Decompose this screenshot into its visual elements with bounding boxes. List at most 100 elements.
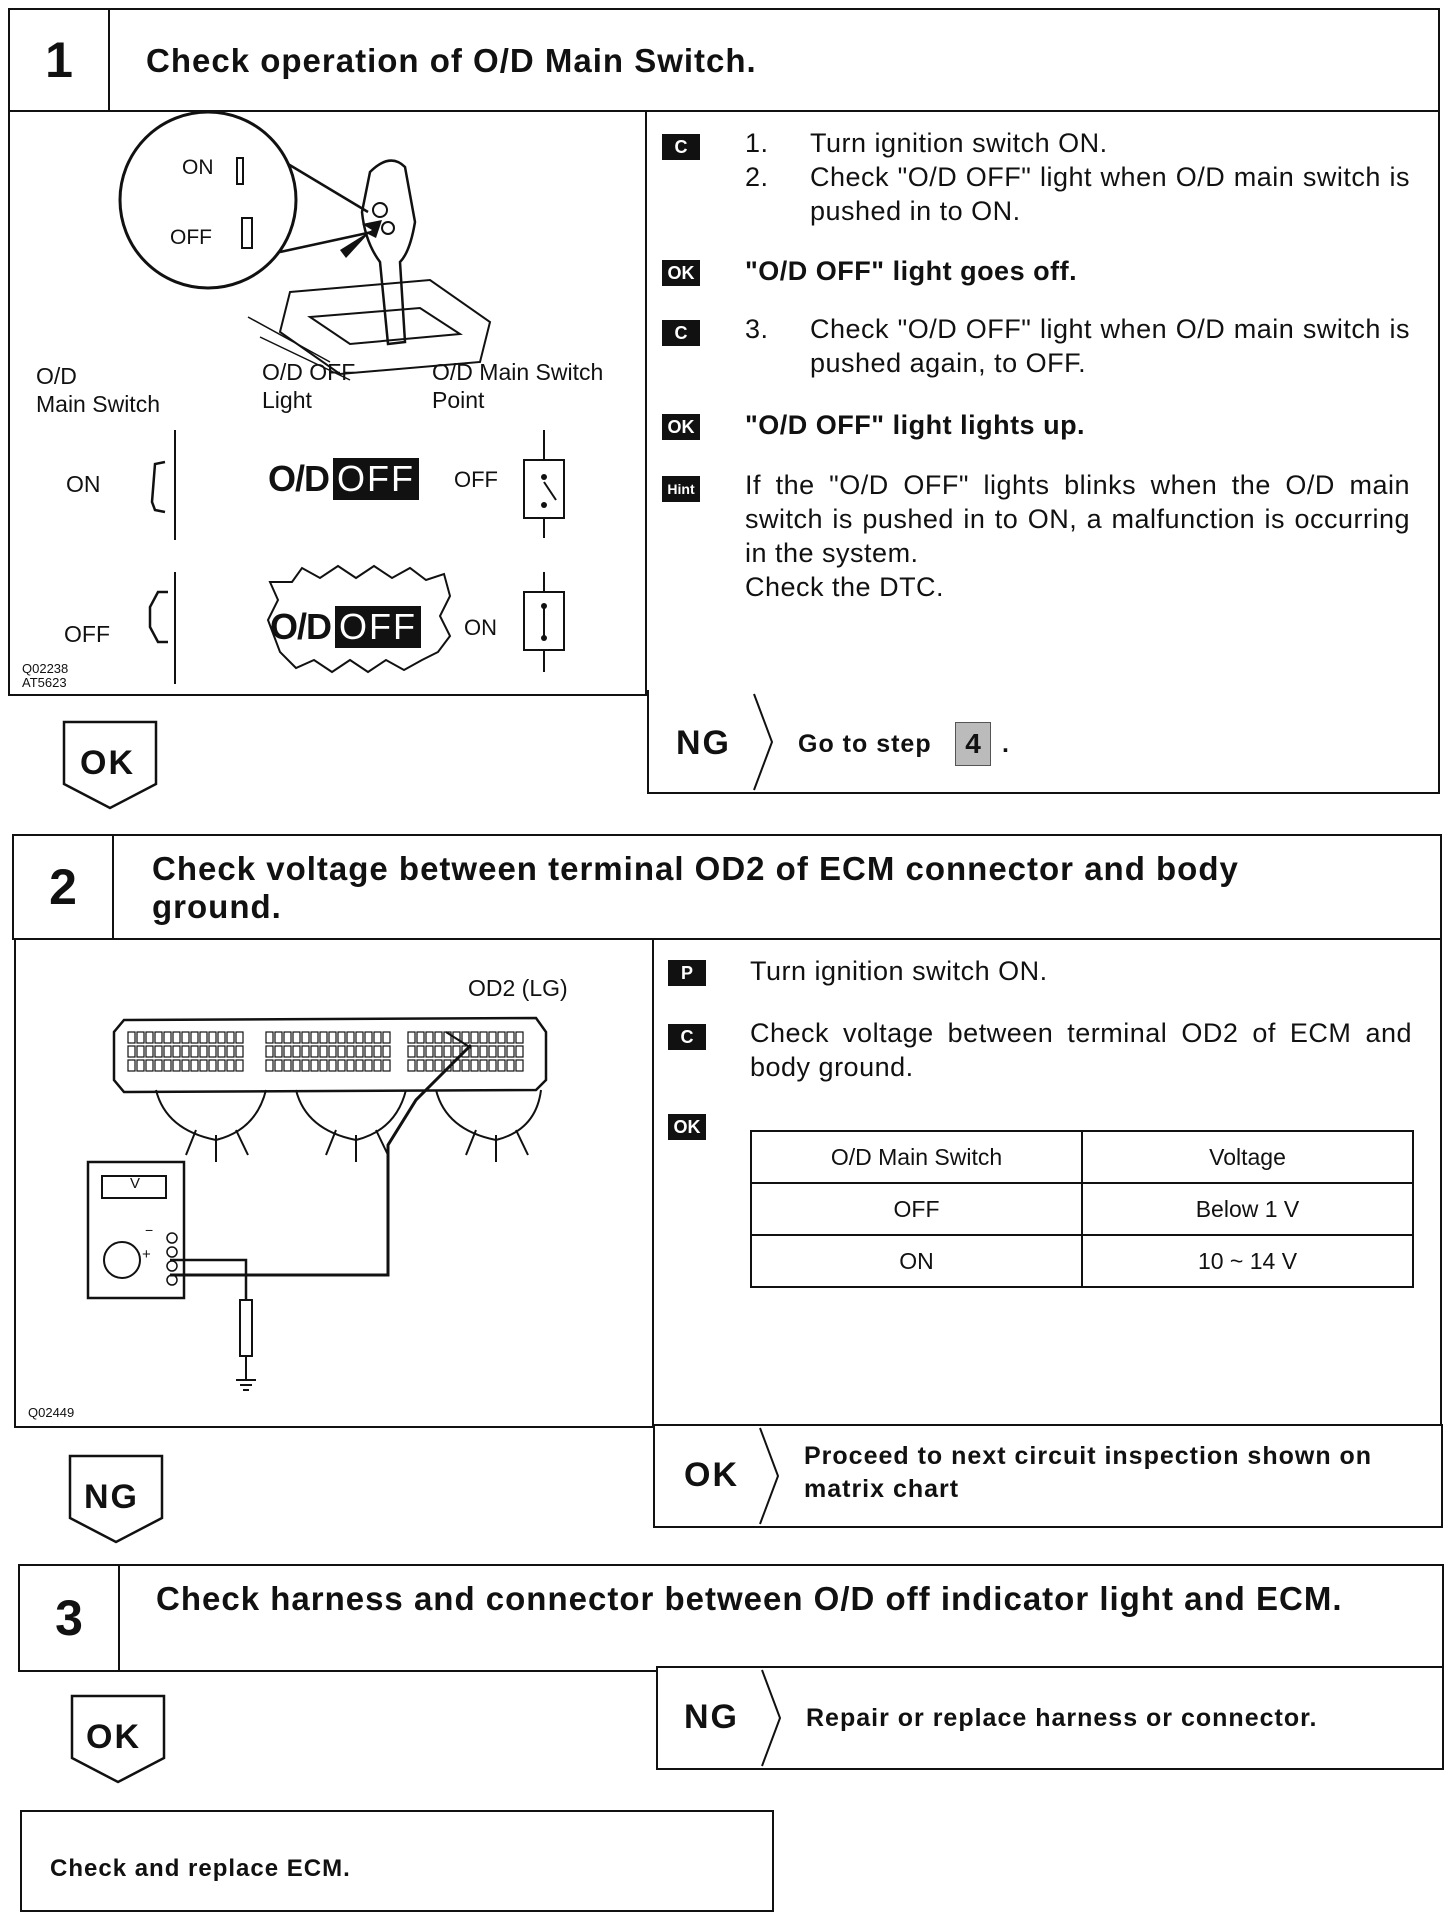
step2-title: Check voltage between terminal OD2 of EC… [152,850,1239,925]
connector-pin [127,1045,136,1058]
connector-pin [407,1059,416,1072]
connector-pin [355,1031,364,1044]
final-action-text: Check and replace ECM. [50,1855,351,1882]
connector-pin [488,1045,497,1058]
final-action-box [20,1810,774,1912]
connector-pin [337,1031,346,1044]
meter-minus-label: − [145,1222,154,1238]
connector-pin [265,1059,274,1072]
col-light-label: O/D OFF Light [262,359,356,413]
badge-check: C [662,134,700,160]
connector-pin [217,1031,226,1044]
connector-pin [515,1045,524,1058]
item2-text: Check "O/D OFF" light when O/D main swit… [810,162,1410,226]
connector-pin [328,1045,337,1058]
connector-pin [461,1045,470,1058]
connector-pin [310,1031,319,1044]
off-text: OFF [333,458,419,500]
connector-pin [373,1031,382,1044]
connector-pin [301,1059,310,1072]
connector-pin [226,1045,235,1058]
connector-pin [163,1031,172,1044]
table-cell: 10 ~ 14 V [1081,1234,1414,1288]
connector-pin [319,1059,328,1072]
connector-pin [217,1045,226,1058]
connector-pin [497,1059,506,1072]
step2-ng-tag [68,1454,164,1544]
connector-pin [470,1031,479,1044]
connector-pin [181,1031,190,1044]
badge-ok: OK [668,1114,706,1140]
connector-pin [235,1031,244,1044]
step2-divider [652,938,654,1428]
connector-pin [407,1045,416,1058]
connector-pin [470,1045,479,1058]
step2-figure [86,1016,548,1391]
off-text: OFF [335,606,421,648]
item2-num: 2. [745,162,769,192]
connector-pin [217,1059,226,1072]
connector-pin [346,1059,355,1072]
connector-pin [479,1059,488,1072]
connector-pin [199,1031,208,1044]
connector-pin [364,1059,373,1072]
item1-text: Turn ignition switch ON. [810,128,1108,158]
connector-pin [452,1045,461,1058]
connector-pin [265,1031,274,1044]
connector-pin [208,1045,217,1058]
connector-pin [301,1031,310,1044]
item3-text: Check "O/D OFF" light when O/D main swit… [810,314,1410,378]
step1-ok-tag [62,720,158,810]
step2-ok-box [653,1424,1443,1528]
connector-pin [461,1059,470,1072]
voltage-table: O/D Main Switch Voltage OFF Below 1 V ON… [750,1130,1414,1288]
connector-pin [208,1031,217,1044]
connector-pin [136,1059,145,1072]
connector-pin [145,1031,154,1044]
step1-ng-label: NG [676,724,731,762]
connector-pin [382,1059,391,1072]
connector-pin [407,1031,416,1044]
connector-pin [479,1031,488,1044]
connector-pin [292,1059,301,1072]
badge-ok: OK [662,414,700,440]
badge-ok: OK [662,260,700,286]
connector-pin [127,1031,136,1044]
connector-pin [190,1059,199,1072]
table-cell: OFF [750,1182,1083,1236]
connector-pin [337,1045,346,1058]
connector-pin [355,1045,364,1058]
badge-prep: P [668,960,706,986]
zoom-circle [118,112,298,290]
step3-title: Check harness and connector between O/D … [156,1580,1343,1617]
step2-ng-label: NG [84,1478,139,1516]
meter-v-label: V [130,1175,141,1192]
step2-ok-label: OK [684,1456,739,1494]
table-row: OFF Below 1 V [750,1182,1414,1236]
step1-ng-step-ref[interactable]: 4 [955,722,991,766]
connector-pin [382,1045,391,1058]
point-row1-label: OFF [454,467,498,492]
table-header: O/D Main Switch [750,1130,1083,1184]
step1-body [8,110,1440,696]
connector-pin [154,1031,163,1044]
connector-pin [434,1045,443,1058]
connector-pin [172,1059,181,1072]
connector-pin [274,1059,283,1072]
connector-pin [416,1031,425,1044]
connector-pin [163,1059,172,1072]
switch-on-shape [150,460,166,514]
connector-pin [199,1045,208,1058]
table-row: ON 10 ~ 14 V [750,1234,1414,1288]
connector-pin [346,1045,355,1058]
ecm-connector [112,1016,548,1094]
step3-number: 3 [20,1566,120,1670]
connector-pin [292,1045,301,1058]
connector-pin [497,1045,506,1058]
col-point-label: O/D Main Switch Point [432,359,604,413]
badge-check: C [668,1024,706,1050]
connector-pin [382,1031,391,1044]
connector-pin [328,1059,337,1072]
connector-pin [434,1059,443,1072]
